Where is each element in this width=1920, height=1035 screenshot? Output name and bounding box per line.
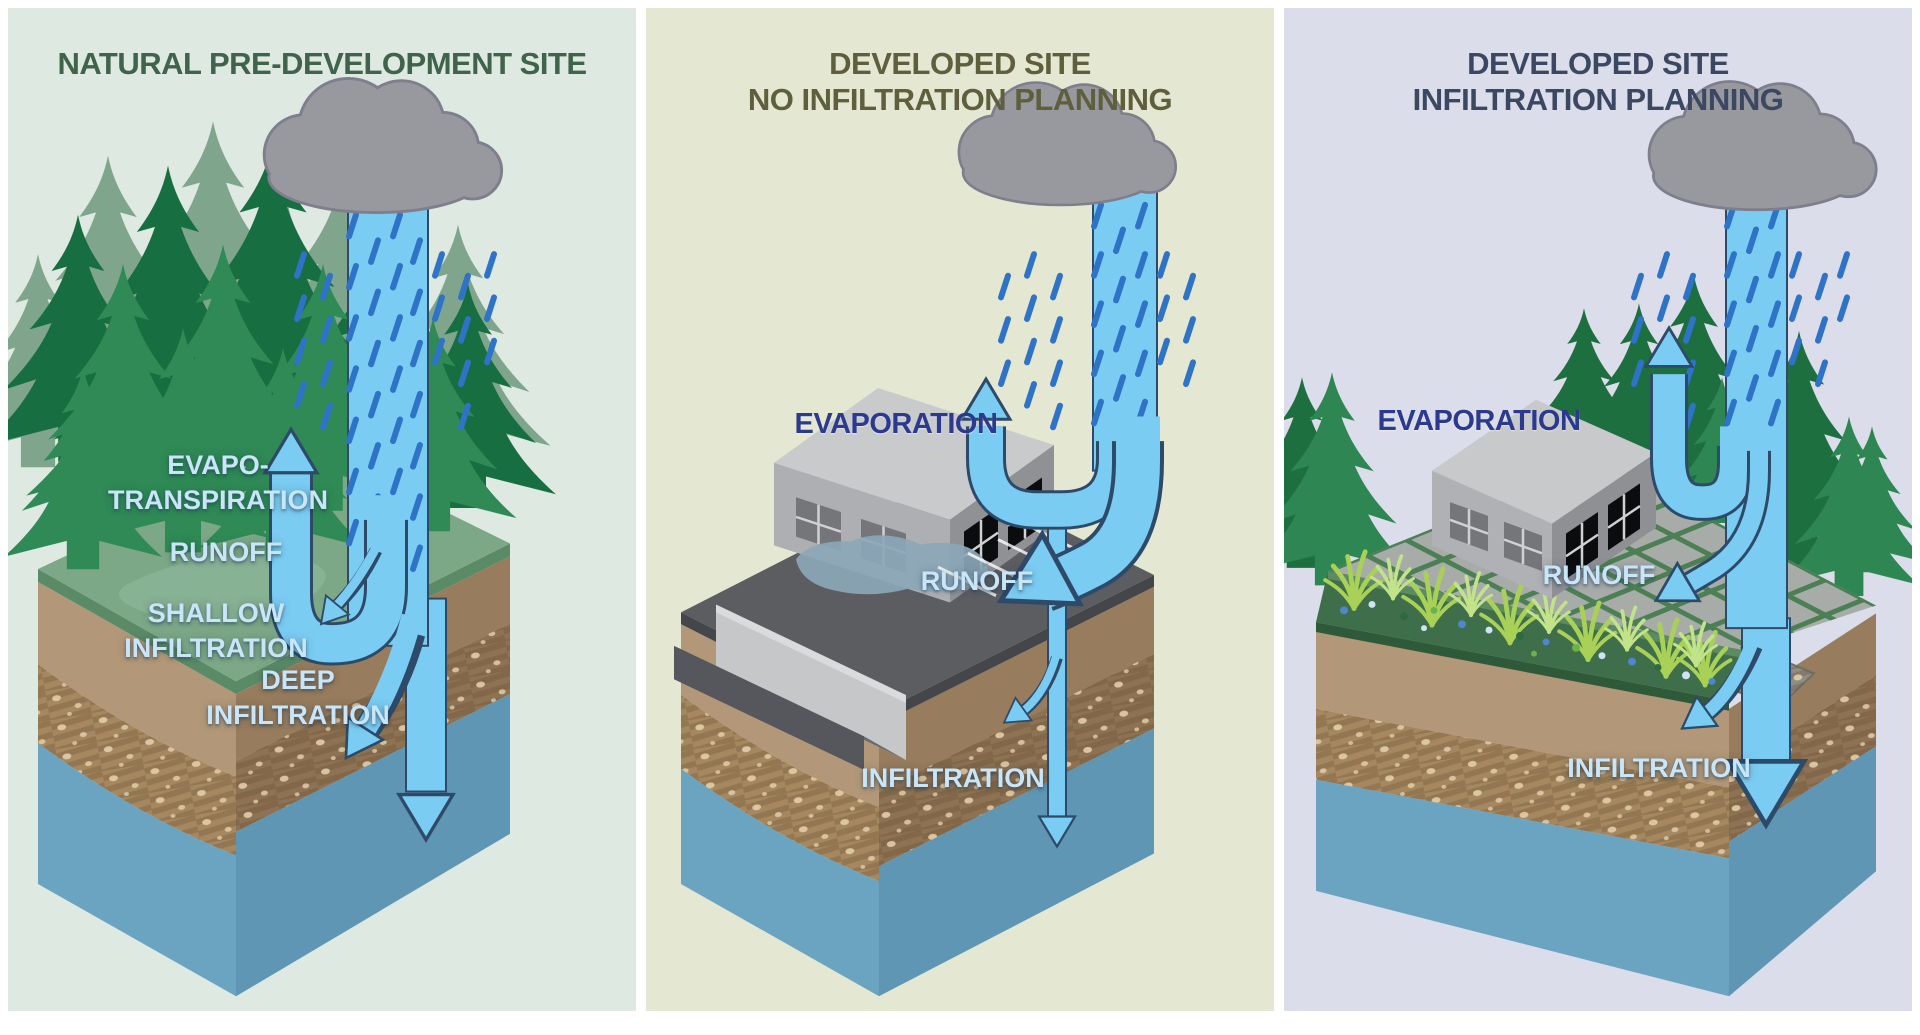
label-infiltration: INFILTRATION bbox=[861, 763, 1045, 793]
label-runoff: RUNOFF bbox=[169, 537, 283, 567]
infiltration-arrow bbox=[1670, 617, 1804, 825]
natural-site-scene bbox=[8, 8, 556, 997]
terrace-step bbox=[674, 604, 906, 770]
label-runoff: RUNOFF bbox=[920, 566, 1034, 596]
building-windows-front bbox=[1449, 502, 1543, 572]
label-evaporation: EVAPORATION bbox=[794, 408, 998, 440]
puddle bbox=[796, 535, 988, 595]
evapotranspiration-arrow bbox=[263, 427, 408, 666]
garden-flowers bbox=[1340, 601, 1716, 685]
label-evaporation: EVAPORATION bbox=[1377, 405, 1581, 437]
rain-streaks bbox=[998, 201, 1196, 431]
label-evapotranspiration: EVAPO-TRANSPIRATION bbox=[108, 450, 328, 515]
rain-cloud-icon bbox=[266, 80, 501, 211]
soil-block-front-face bbox=[38, 581, 236, 997]
evaporation-arrow bbox=[1644, 326, 1755, 521]
developed-site-scene bbox=[674, 8, 1196, 997]
planned-site-scene bbox=[1284, 8, 1912, 997]
shallow-infiltration-arrow bbox=[327, 613, 426, 771]
panel-natural-site: NATURAL PRE-DEVELOPMENT SITE bbox=[8, 8, 636, 1011]
building-windows-side bbox=[1565, 483, 1641, 579]
building bbox=[1432, 399, 1656, 599]
runoff-arrow bbox=[308, 537, 385, 635]
parking-stripes bbox=[937, 524, 1087, 597]
rain-streaks bbox=[1631, 201, 1850, 431]
garden-plants bbox=[1325, 552, 1730, 685]
soil-block-right-face bbox=[879, 586, 1154, 997]
runoff-arrow bbox=[1643, 431, 1771, 621]
label-infiltration: INFILTRATION bbox=[1567, 753, 1751, 783]
panel-title: NATURAL PRE-DEVELOPMENT SITE bbox=[57, 45, 587, 81]
runoff-arrow bbox=[982, 416, 1164, 635]
grass-edge bbox=[38, 543, 510, 695]
label-runoff: RUNOFF bbox=[1542, 560, 1656, 590]
